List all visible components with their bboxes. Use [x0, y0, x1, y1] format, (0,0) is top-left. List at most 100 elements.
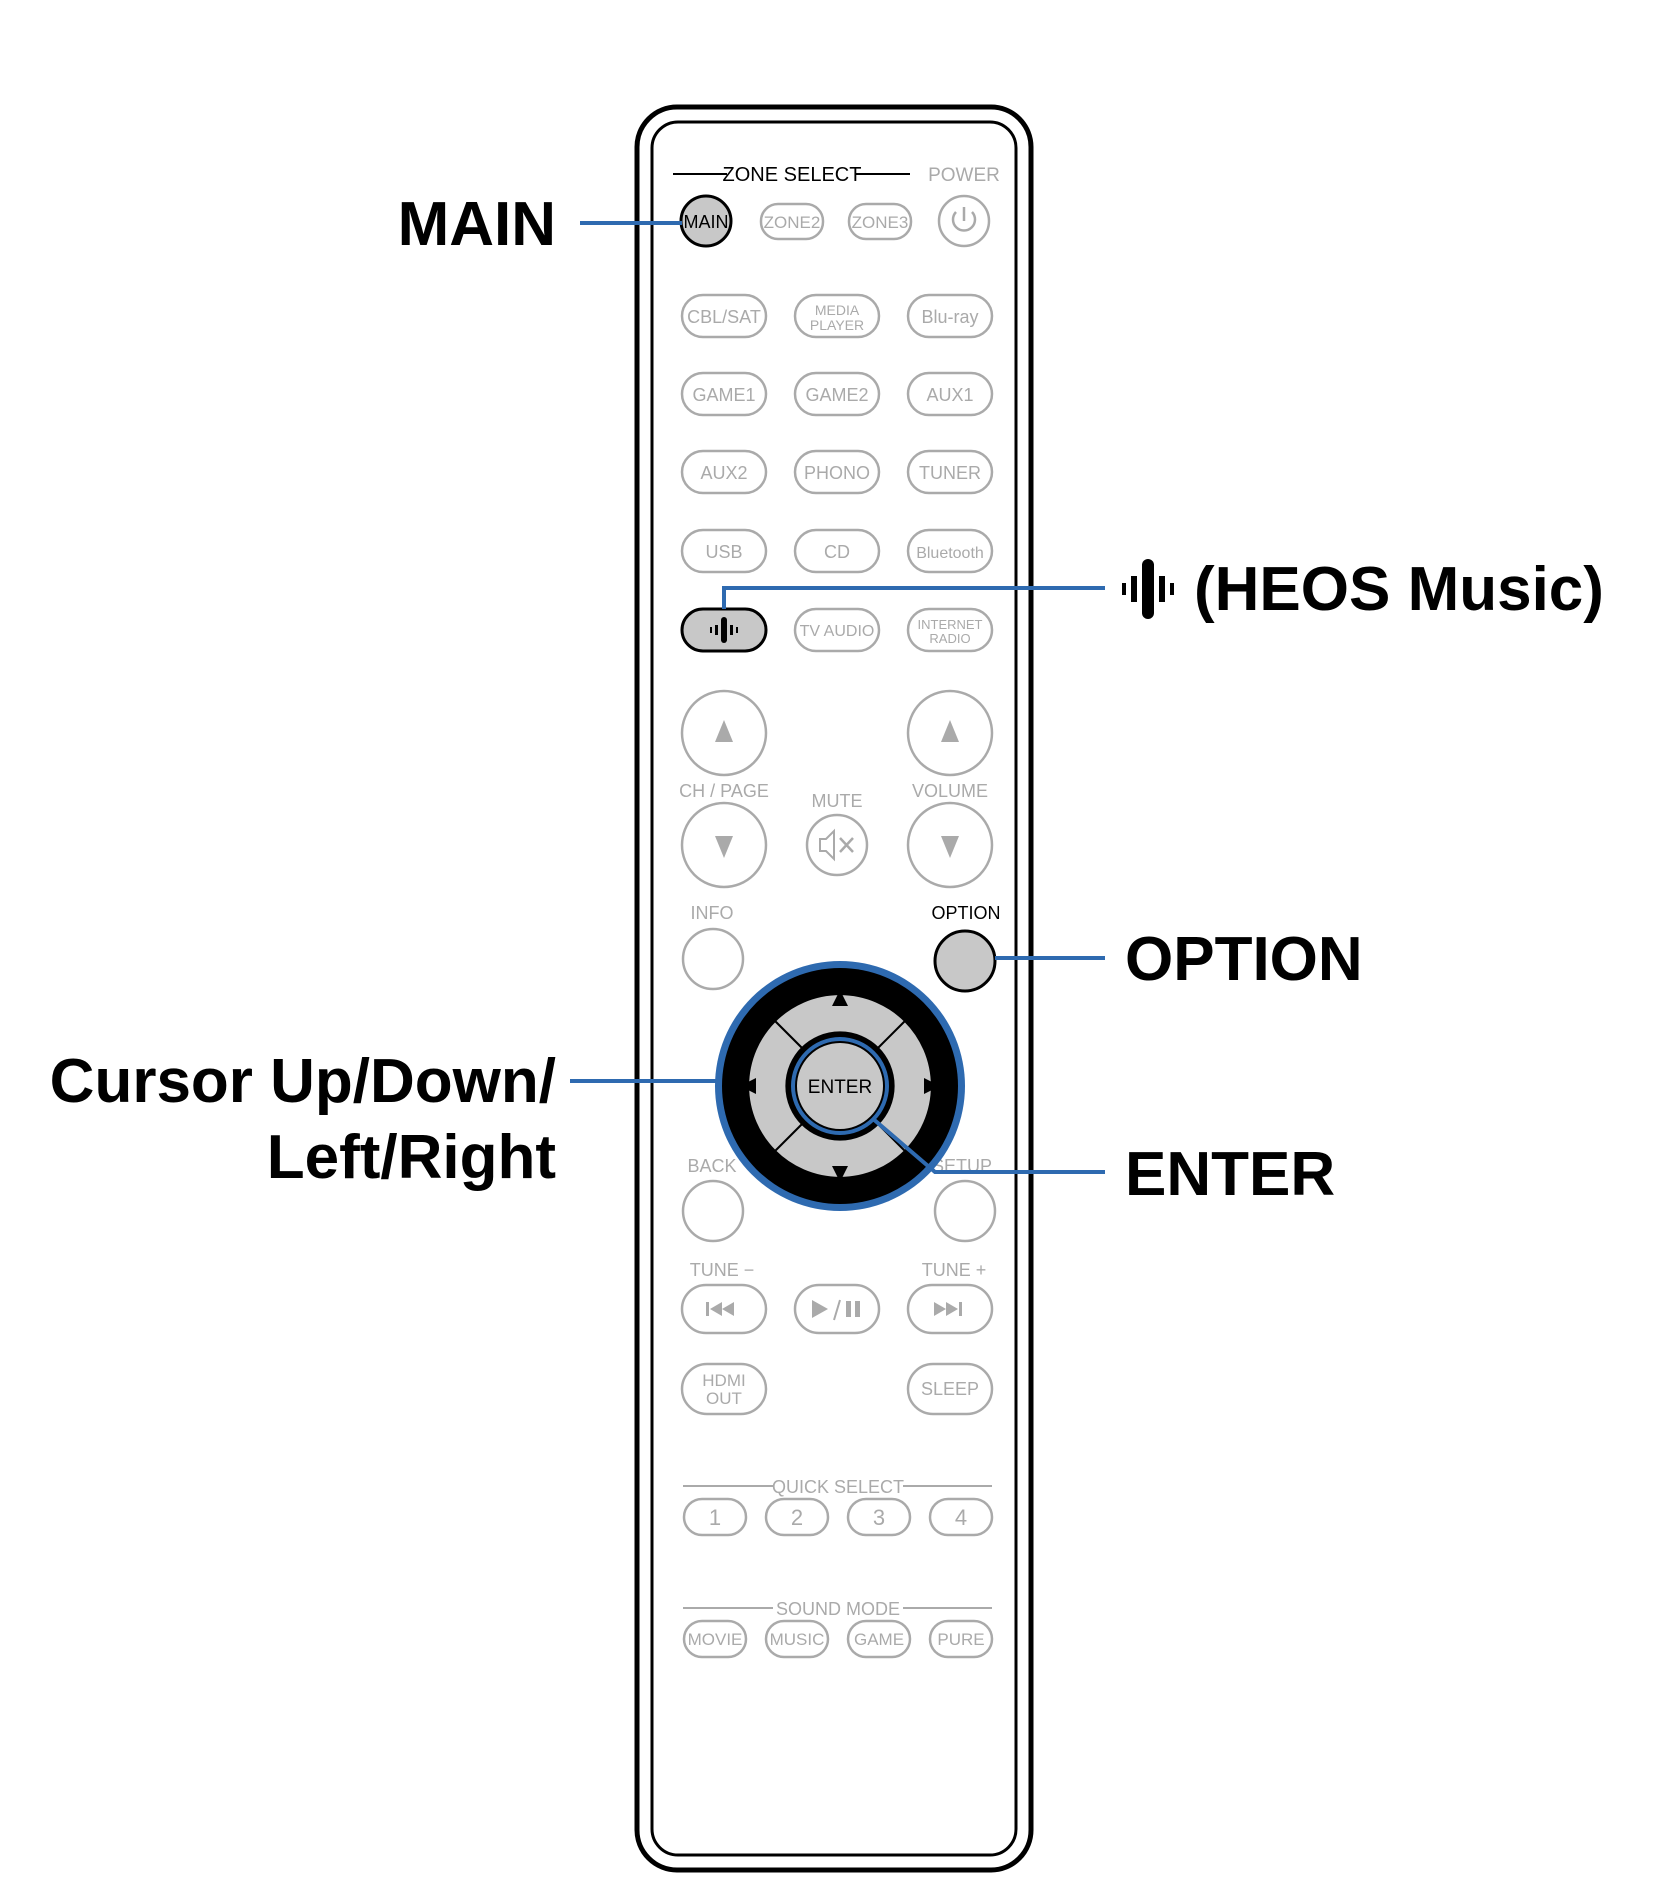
heos-callout: (HEOS Music)	[1194, 555, 1604, 624]
enter-button[interactable]: ENTER	[791, 1037, 889, 1135]
quick-select-header: QUICK SELECT	[683, 1477, 992, 1497]
sleep-label: SLEEP	[921, 1379, 979, 1399]
media-player-label-1: MEDIA	[815, 302, 860, 318]
volume-down-button[interactable]	[906, 801, 994, 889]
option-button[interactable]	[933, 929, 997, 993]
cursor-up-button[interactable]	[773, 993, 907, 1050]
play-pause-button[interactable]	[793, 1283, 881, 1335]
source-button-cbl-sat[interactable]: CBL/SAT	[680, 293, 768, 339]
source-button-game1[interactable]: GAME1	[680, 371, 768, 417]
volume-label: VOLUME	[912, 781, 988, 801]
game-label: GAME	[854, 1630, 904, 1649]
enter-leader-line	[870, 1116, 1105, 1174]
cursor-down-button[interactable]	[773, 1122, 907, 1179]
cursor-left-button[interactable]	[747, 1019, 804, 1153]
ch-page-down-button[interactable]	[680, 801, 768, 889]
source-button-usb[interactable]: USB	[680, 528, 768, 574]
source-button-game2[interactable]: GAME2	[793, 371, 881, 417]
main-button[interactable]: MAIN	[679, 194, 733, 248]
music-label: MUSIC	[770, 1630, 825, 1649]
setup-button[interactable]	[933, 1179, 997, 1243]
mute-icon	[819, 828, 854, 862]
cbl-sat-label: CBL/SAT	[687, 307, 761, 327]
previous-button[interactable]	[680, 1283, 768, 1335]
bluray-label: Blu-ray	[921, 307, 978, 327]
pure-label: PURE	[937, 1630, 984, 1649]
sound-mode-label: SOUND MODE	[776, 1599, 900, 1619]
heos-button[interactable]	[680, 607, 768, 653]
cursor-callout-line1: Cursor Up/Down/	[50, 1047, 556, 1116]
zone-select-label: ZONE SELECT	[723, 164, 862, 186]
volume-up-icon	[941, 720, 959, 742]
heos-icon	[710, 617, 738, 643]
leader-lines	[570, 221, 1105, 1174]
quick-select-4-label: 4	[955, 1505, 967, 1530]
main-callout: MAIN	[398, 190, 556, 259]
movie-button[interactable]: MOVIE	[682, 1619, 748, 1659]
up-arrow-icon	[715, 720, 733, 742]
cursor-down-icon	[832, 1166, 848, 1182]
source-button-bluray[interactable]: Blu-ray	[906, 293, 994, 339]
play-pause-icon	[812, 1299, 860, 1321]
back-button[interactable]	[681, 1179, 745, 1243]
zone3-label: ZONE3	[852, 213, 909, 232]
zone3-button[interactable]: ZONE3	[847, 202, 913, 241]
usb-label: USB	[705, 542, 742, 562]
tuner-label: TUNER	[919, 463, 981, 483]
power-icon	[951, 207, 977, 232]
tune-plus-label: TUNE +	[922, 1260, 987, 1280]
source-button-tuner[interactable]: TUNER	[906, 449, 994, 495]
hdmi-out-label-1: HDMI	[702, 1371, 745, 1390]
internet-radio-label-2: RADIO	[929, 631, 970, 646]
ch-page-label: CH / PAGE	[679, 781, 769, 801]
cd-label: CD	[824, 542, 850, 562]
game1-label: GAME1	[692, 385, 755, 405]
sleep-button[interactable]: SLEEP	[906, 1362, 994, 1416]
bluetooth-label: Bluetooth	[916, 545, 984, 562]
source-button-media-player[interactable]: MEDIA PLAYER	[793, 293, 881, 339]
down-arrow-icon	[715, 836, 733, 858]
source-button-bluetooth[interactable]: Bluetooth	[906, 528, 994, 574]
source-button-aux1[interactable]: AUX1	[906, 371, 994, 417]
source-button-cd[interactable]: CD	[793, 528, 881, 574]
info-label: INFO	[691, 903, 734, 923]
source-button-internet-radio[interactable]: INTERNET RADIO	[906, 607, 994, 653]
main-button-label: MAIN	[684, 212, 729, 232]
sound-mode-header: SOUND MODE	[683, 1599, 992, 1619]
music-button[interactable]: MUSIC	[764, 1619, 830, 1659]
ch-page-up-button[interactable]	[680, 689, 768, 777]
quick-select-1-label: 1	[709, 1505, 721, 1530]
quick-select-1-button[interactable]: 1	[682, 1497, 748, 1537]
next-button[interactable]	[906, 1283, 994, 1335]
info-button[interactable]	[681, 927, 745, 991]
tv-audio-label: TV AUDIO	[800, 623, 875, 640]
skip-back-icon	[706, 1302, 734, 1316]
enter-button-label: ENTER	[808, 1077, 872, 1098]
quick-select-4-button[interactable]: 4	[928, 1497, 994, 1537]
heos-icon	[1122, 559, 1174, 619]
source-button-phono[interactable]: PHONO	[793, 449, 881, 495]
mute-button[interactable]	[805, 813, 869, 877]
source-button-aux2[interactable]: AUX2	[680, 449, 768, 495]
cursor-up-icon	[832, 990, 848, 1006]
heos-leader-line	[722, 586, 1105, 609]
quick-select-2-button[interactable]: 2	[764, 1497, 830, 1537]
volume-up-button[interactable]	[906, 689, 994, 777]
quick-select-3-label: 3	[873, 1505, 885, 1530]
game-button[interactable]: GAME	[846, 1619, 912, 1659]
zone2-label: ZONE2	[764, 213, 821, 232]
pure-button[interactable]: PURE	[928, 1619, 994, 1659]
phono-label: PHONO	[804, 463, 870, 483]
power-button[interactable]	[937, 194, 991, 248]
back-label: BACK	[687, 1156, 736, 1176]
cursor-right-icon	[924, 1078, 940, 1094]
zone2-button[interactable]: ZONE2	[759, 202, 825, 241]
hdmi-out-button[interactable]: HDMI OUT	[680, 1362, 768, 1416]
quick-select-label: QUICK SELECT	[772, 1477, 904, 1497]
movie-label: MOVIE	[688, 1630, 743, 1649]
source-button-tv-audio[interactable]: TV AUDIO	[793, 607, 881, 653]
volume-down-icon	[941, 836, 959, 858]
quick-select-3-button[interactable]: 3	[846, 1497, 912, 1537]
